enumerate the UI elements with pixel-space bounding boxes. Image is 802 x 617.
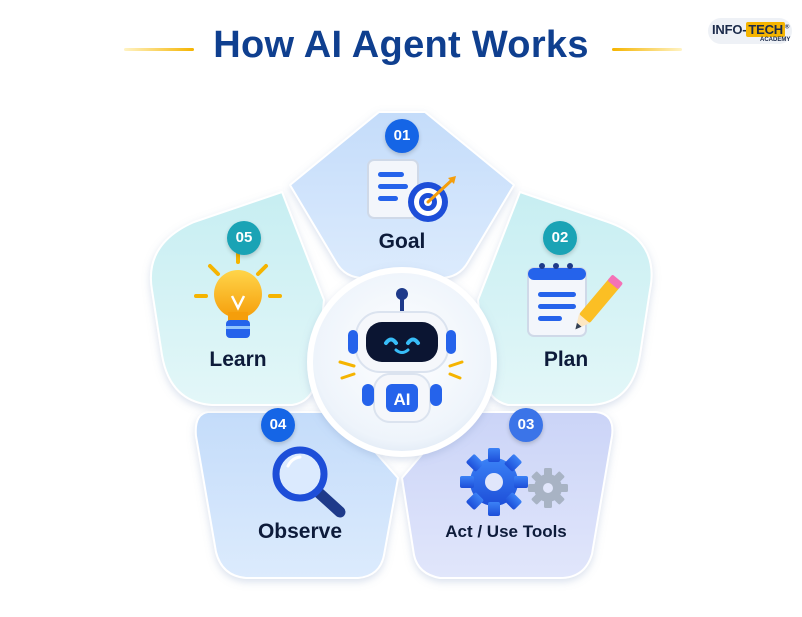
magnifier-icon <box>272 446 346 518</box>
badge-01: 01 <box>385 119 419 153</box>
logo-brand-left: INFO- <box>712 22 747 37</box>
title-accent-left <box>124 48 194 51</box>
badge-03: 03 <box>509 408 543 442</box>
logo-subtitle: ACADEMY <box>760 37 791 43</box>
badge-04: 04 <box>261 408 295 442</box>
lightbulb-icon <box>194 252 282 338</box>
step-label-act: Act / Use Tools <box>445 522 567 541</box>
logo-brand-right: TECH <box>746 22 785 37</box>
step-label-goal: Goal <box>378 230 426 253</box>
info-tech-logo: INFO-TECH® ACADEMY <box>708 18 792 46</box>
hub-label: AI <box>394 390 411 409</box>
title-accent-right <box>612 48 682 51</box>
logo-text: INFO-TECH® <box>712 22 789 37</box>
step-label-plan: Plan <box>543 348 589 371</box>
notepad-pencil-icon <box>527 263 623 337</box>
page-title: How AI Agent Works <box>213 24 589 66</box>
step-label-learn: Learn <box>209 348 267 371</box>
step-label-observe: Observe <box>257 520 343 543</box>
target-document-icon <box>367 159 456 222</box>
robot-icon <box>338 288 464 423</box>
gears-icon <box>460 448 568 516</box>
logo-registered: ® <box>784 24 790 31</box>
badge-02: 02 <box>543 221 577 255</box>
badge-05: 05 <box>227 221 261 255</box>
